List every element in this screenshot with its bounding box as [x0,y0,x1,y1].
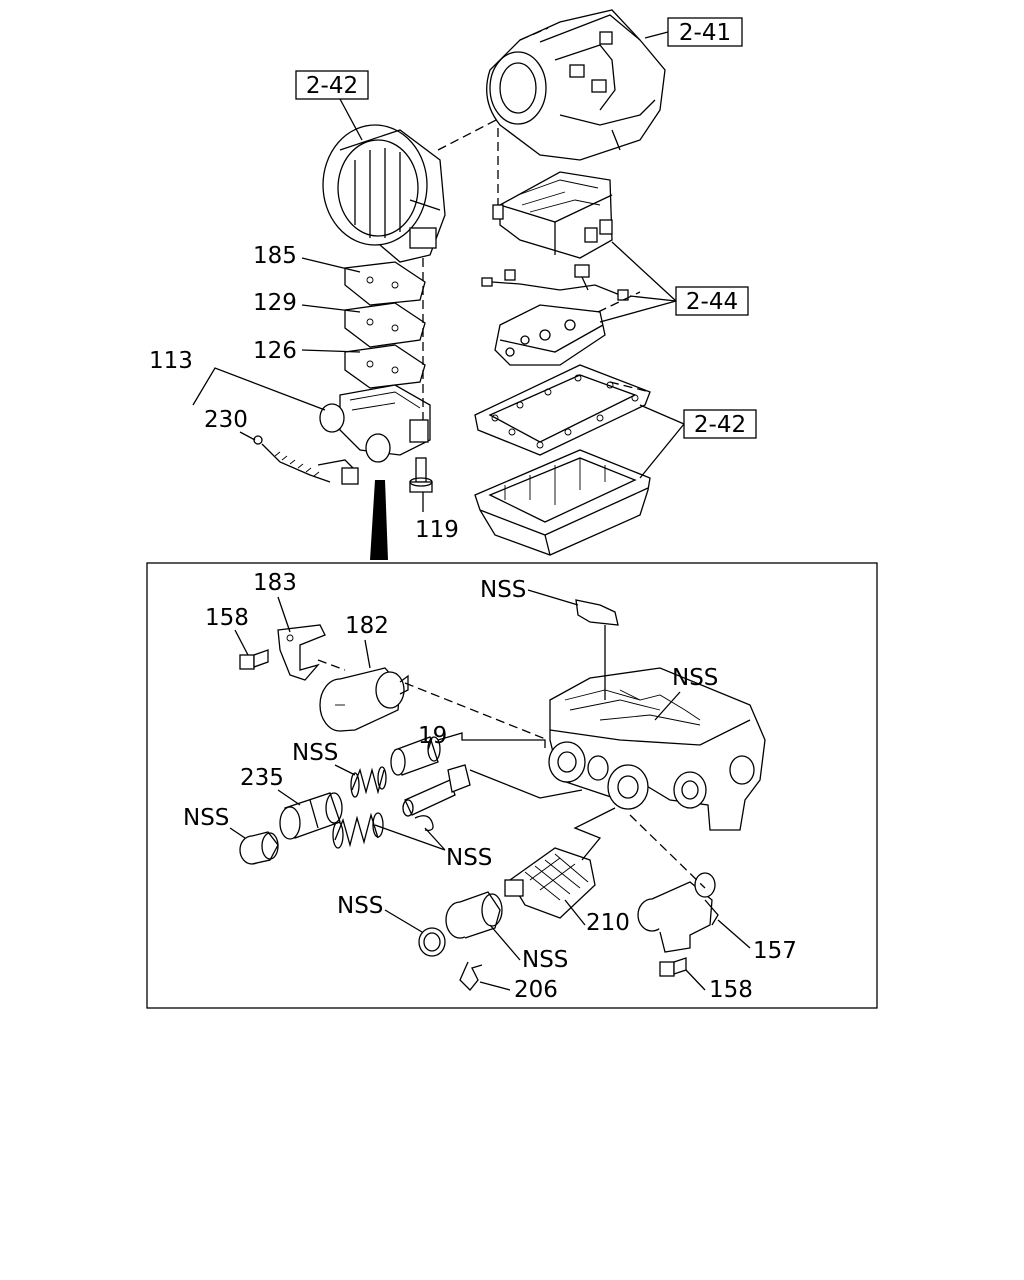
clip-nss [414,815,434,831]
label-nss-valve: NSS [522,947,568,973]
label-158-bottom: 158 [709,977,753,1003]
label-182: 182 [345,613,389,639]
label-158-top: 158 [205,605,249,631]
callout-2-42-top: 2-42 [306,73,358,99]
label-nss-oring: NSS [337,893,383,919]
gasket-plate-126 [344,344,426,389]
oil-pan [474,449,651,556]
transmission-case [486,9,666,161]
callout-2-44: 2-44 [686,289,738,315]
spring-nss-small [350,766,387,798]
label-119: 119 [415,517,459,543]
detail-view-frame [146,562,878,1009]
label-206: 206 [514,977,558,1003]
valve-plunger [402,764,471,817]
label-113: 113 [149,348,193,374]
callout-box-2-42-top [295,70,369,100]
bolt-119 [409,457,433,493]
control-valve-assembly [319,384,431,463]
label-129: 129 [253,290,297,316]
alignment-line-housing [437,117,501,151]
label-230: 230 [204,407,248,433]
detail-line-bracket [317,659,346,671]
detail-line-solenoid [404,682,549,741]
callout-2-41: 2-41 [679,20,731,46]
label-nss-plate: NSS [480,577,526,603]
detail-pointer [370,480,388,560]
separator-plate-129 [344,302,426,348]
converter-housing [322,124,446,263]
detail-line-sleeve [437,732,546,748]
detail-line-solenoid-157 [629,814,706,889]
detail-line-plunger [469,769,583,799]
wiring-harness [481,264,629,301]
label-nss-spring: NSS [292,740,338,766]
label-210: 210 [586,910,630,936]
label-19: 19 [418,723,447,749]
detail-line-screen [573,807,616,861]
label-235: 235 [240,765,284,791]
valve-nss-bottom [445,891,503,939]
bolt-158-top [239,649,269,670]
callout-2-42-right: 2-42 [694,412,746,438]
valve-body-nss [548,667,766,831]
label-183: 183 [253,570,297,596]
label-nss-plug: NSS [183,805,229,831]
plate-nss [575,599,619,700]
plug-nss [239,831,279,865]
gasket-plate-185 [344,261,426,306]
alignment-line-filter [597,291,641,313]
bolt-158-bottom [659,957,687,977]
solenoid-182 [319,667,409,732]
clip-206 [459,961,483,991]
wire-harness-230 [253,435,359,485]
oil-pan-gasket [474,364,651,456]
o-ring-nss [418,927,446,957]
label-126: 126 [253,338,297,364]
screen-210 [504,847,596,919]
label-157: 157 [753,938,797,964]
label-nss-body: NSS [672,665,718,691]
valve-body-assembly [492,171,613,259]
alignment-line-gasket [609,381,651,393]
oil-filter [494,304,606,366]
label-185: 185 [253,243,297,269]
label-nss-clip: NSS [446,845,492,871]
sleeve-19 [390,736,441,776]
solenoid-157 [637,872,719,953]
bracket-183 [277,624,326,681]
